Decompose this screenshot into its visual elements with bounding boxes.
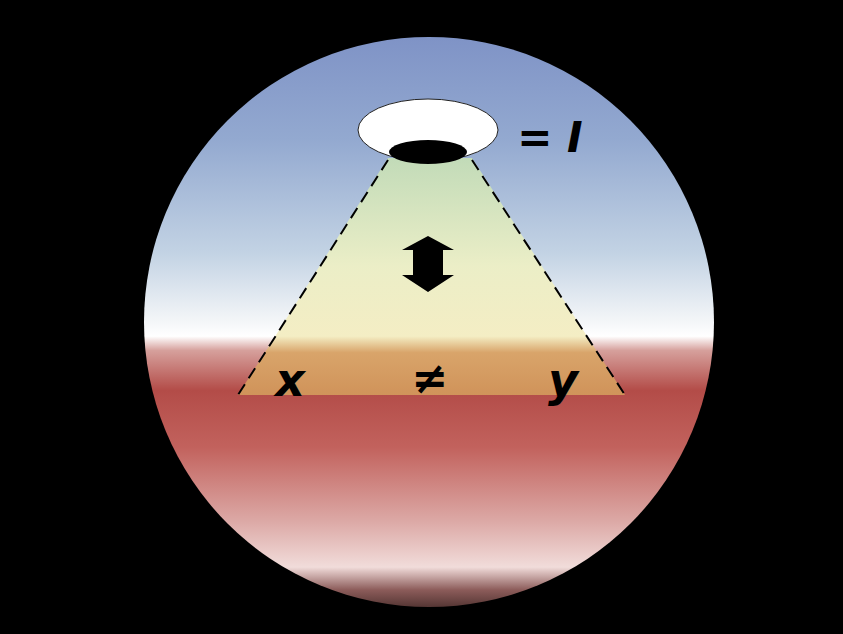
cone-edge <box>238 160 388 395</box>
symbol-label: = I <box>517 117 582 159</box>
symbol-label: y <box>548 357 578 403</box>
symbol-label: ≠ <box>412 356 449 400</box>
globe <box>144 37 714 607</box>
symbol-label: x <box>275 357 305 403</box>
double-arrow <box>402 236 454 292</box>
eye-pupil <box>389 140 467 164</box>
